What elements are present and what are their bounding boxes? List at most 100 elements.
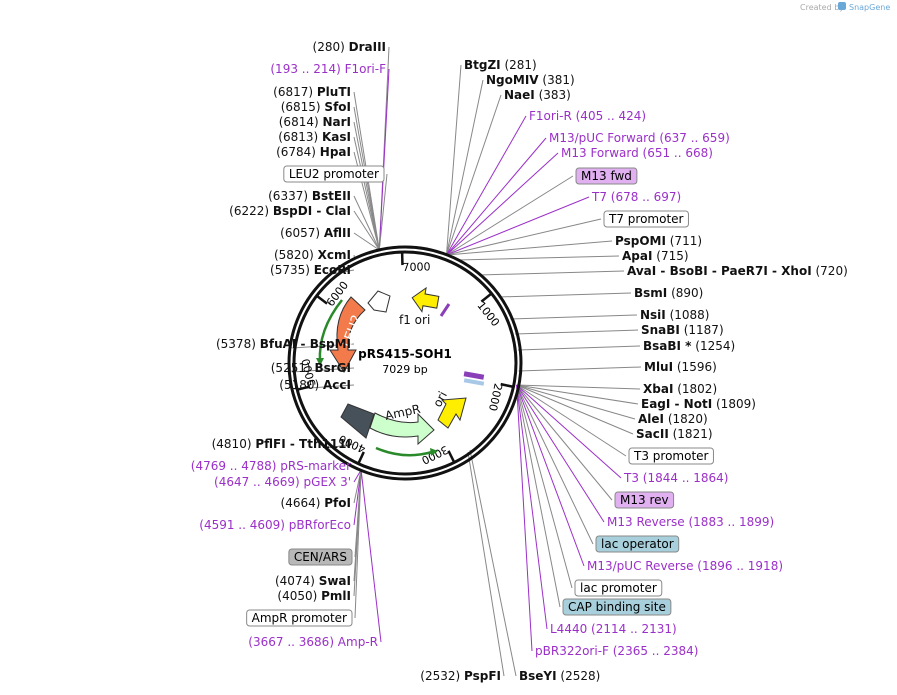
right-leader-22 bbox=[516, 384, 622, 479]
right-label-4: M13/pUC Forward (637 .. 659) bbox=[549, 131, 730, 145]
left-leader-10 bbox=[353, 232, 380, 251]
feature-leu2-promoter bbox=[367, 290, 391, 313]
right-label-text-26: M13/pUC Reverse (1896 .. 1918) bbox=[587, 559, 783, 573]
right-label-text-16: MluI (1596) bbox=[644, 360, 717, 374]
right-leader-0 bbox=[445, 64, 462, 256]
right-label-text-17: XbaI (1802) bbox=[643, 382, 717, 396]
left-label-text-2: (6817) bbox=[273, 85, 317, 99]
right-label-bold-13: NsiI bbox=[640, 308, 666, 322]
left-label-text-7: LEU2 promoter bbox=[289, 167, 379, 181]
tick-3000 bbox=[447, 450, 456, 464]
left-label-box-21 bbox=[288, 548, 353, 566]
right-label-bold-9: PspOMI bbox=[615, 234, 666, 248]
right-label-24: M13 Reverse (1883 .. 1899) bbox=[607, 515, 774, 529]
right-label-text-28: CAP binding site bbox=[568, 600, 666, 614]
left-label-box-24 bbox=[246, 609, 353, 627]
right-leader-10 bbox=[457, 255, 620, 261]
right-label-text-18: EagI - NotI (1809) bbox=[641, 397, 756, 411]
left-label-13: (5378) BfuAI - BspMI bbox=[216, 337, 351, 351]
left-label-23: (4050) PmlI bbox=[277, 589, 351, 603]
right-leader-27 bbox=[516, 384, 573, 589]
feature-f1-ori bbox=[411, 286, 440, 313]
leu2-direction-arrow bbox=[318, 299, 343, 363]
right-label-text-3: F1ori-R (405 .. 424) bbox=[529, 109, 646, 123]
left-label-bold-9: BspDI - ClaI bbox=[273, 204, 351, 218]
feature-leu2 bbox=[329, 296, 366, 373]
right-leader-8 bbox=[446, 218, 602, 256]
right-label-box-6 bbox=[575, 167, 638, 185]
left-label-bold-0: DraIII bbox=[349, 40, 386, 54]
left-label-bold-3: SfoI bbox=[324, 100, 351, 114]
tick-label-2000: 2000 bbox=[486, 382, 505, 412]
right-label-text-15: BsaBI * (1254) bbox=[643, 339, 735, 353]
left-label-4: (6814) NarI bbox=[279, 115, 351, 129]
right-leader-6 bbox=[446, 175, 574, 256]
left-label-text-3: (6815) SfoI bbox=[281, 100, 351, 114]
left-label-0: (280) DraIII bbox=[313, 40, 386, 54]
left-label-bold-8: BstEII bbox=[312, 189, 351, 203]
right-label-text-26: M13/pUC Reverse (1896 .. 1918) bbox=[587, 559, 783, 573]
right-leader-1 bbox=[445, 79, 484, 256]
feature-label-ampr: AmpR bbox=[384, 402, 422, 423]
watermark-brand: SnapGene bbox=[849, 3, 890, 12]
left-label-text-3: (6815) bbox=[281, 100, 325, 114]
left-label-text-1: (193 .. 214) F1ori-F bbox=[270, 62, 386, 76]
left-label-text-1: (193 .. 214) F1ori-F bbox=[270, 62, 386, 76]
left-label-text-22: (4074) bbox=[275, 574, 319, 588]
left-label-9: (6222) BspDI - ClaI bbox=[229, 204, 351, 218]
tick-2000 bbox=[500, 382, 514, 389]
right-leader-25 bbox=[516, 384, 594, 545]
plasmid-length: 7029 bp bbox=[382, 363, 427, 376]
left-label-text-0: (2532) bbox=[420, 669, 464, 683]
right-label-0: BtgZI (281) bbox=[464, 58, 537, 72]
annotation-labels: (280) DraIII (193 .. 214) F1ori-F (6817) P… bbox=[191, 40, 848, 683]
right-label-box-8 bbox=[603, 210, 689, 228]
left-label-18: (4647 .. 4669) pGEX 3' bbox=[214, 475, 351, 489]
right-leader-29 bbox=[516, 384, 548, 630]
feature-ori bbox=[437, 397, 467, 429]
left-label-text-18: (4647 .. 4669) pGEX 3' bbox=[214, 475, 351, 489]
right-label-20: SacII (1821) bbox=[636, 427, 713, 441]
right-label-13: NsiI (1088) bbox=[640, 308, 709, 322]
left-label-15: (5180) AccI bbox=[279, 378, 351, 392]
snapgene-logo-icon bbox=[838, 2, 846, 10]
right-label-text-13: NsiI (1088) bbox=[640, 308, 709, 322]
feature-ampr bbox=[369, 412, 435, 446]
left-label-text-23: (4050) bbox=[277, 589, 321, 603]
right-label-30: pBR322ori-F (2365 .. 2384) bbox=[535, 644, 698, 658]
right-label-7: T7 (678 .. 697) bbox=[591, 190, 681, 204]
left-label-3: (6815) SfoI bbox=[281, 100, 351, 114]
left-label-text-13: (5378) bbox=[216, 337, 260, 351]
left-label-bold-10: AflII bbox=[324, 226, 351, 240]
left-label-bold-15: AccI bbox=[323, 378, 351, 392]
right-label-text-11: AvaI - BsoBI - PaeR7I - XhoI (720) bbox=[627, 264, 848, 278]
right-label-text-0: BtgZI (281) bbox=[464, 58, 537, 72]
left-label-bold-5: KasI bbox=[322, 130, 351, 144]
right-leader-18 bbox=[516, 384, 639, 405]
right-label-29: L4440 (2114 .. 2131) bbox=[550, 622, 677, 636]
right-label-text-25: lac operator bbox=[601, 537, 674, 551]
ampr-direction-arrow bbox=[375, 446, 433, 457]
right-leader-3 bbox=[446, 115, 527, 256]
left-label-17: (4769 .. 4788) pRS-marker bbox=[191, 459, 351, 473]
watermark-prefix: Created by bbox=[800, 3, 844, 12]
right-label-text-22: T3 (1844 .. 1864) bbox=[623, 471, 728, 485]
right-label-box-21 bbox=[628, 447, 714, 465]
right-label-23: M13 rev bbox=[614, 491, 675, 509]
right-label-22: T3 (1844 .. 1864) bbox=[623, 471, 728, 485]
right-label-box-23 bbox=[614, 491, 675, 509]
left-label-8: (6337) BstEII bbox=[268, 189, 351, 203]
right-label-14: SnaBI (1187) bbox=[641, 323, 724, 337]
right-label-bold-17: XbaI bbox=[643, 382, 673, 396]
left-label-bold-6: HpaI bbox=[320, 145, 351, 159]
left-label-text-12: (5735) EcoRI bbox=[270, 263, 351, 277]
right-label-text-4: M13/pUC Forward (637 .. 659) bbox=[549, 131, 730, 145]
tick-1000 bbox=[480, 292, 493, 303]
right-leader-23 bbox=[516, 384, 613, 501]
left-label-text-15: (5180) AccI bbox=[279, 378, 351, 392]
right-leader-4 bbox=[446, 137, 547, 256]
left-label-text-12: (5735) bbox=[270, 263, 314, 277]
tick-6000 bbox=[315, 294, 328, 305]
right-label-18: EagI - NotI (1809) bbox=[641, 397, 756, 411]
left-leader-18 bbox=[353, 469, 362, 483]
